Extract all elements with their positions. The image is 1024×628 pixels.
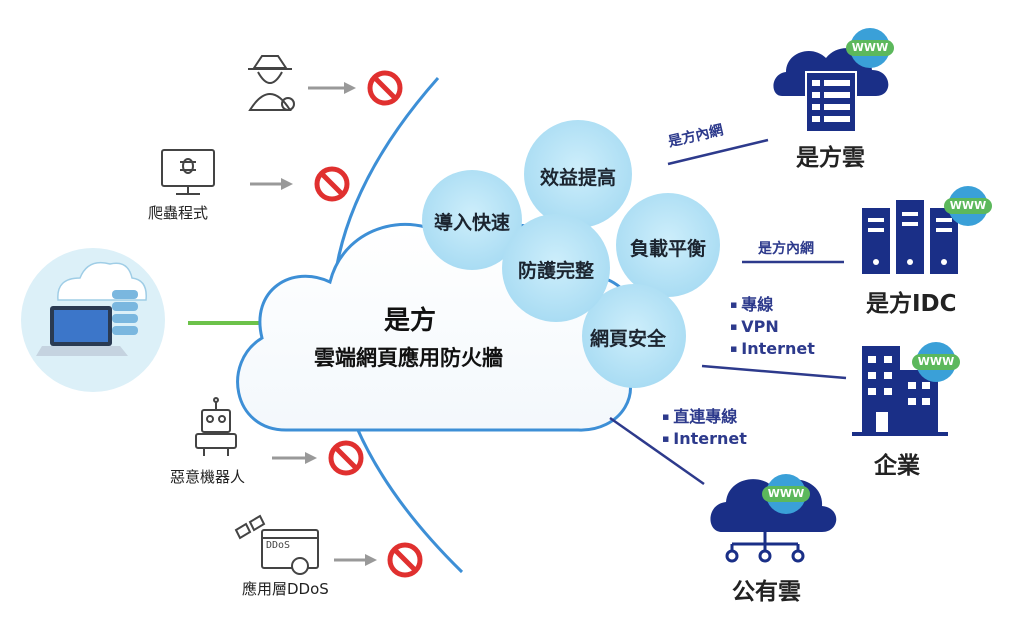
block-icon xyxy=(314,166,350,202)
benefit-label: 效益提高 xyxy=(540,167,617,189)
line-to-enterprise xyxy=(701,364,847,380)
arrow-to-block-4 xyxy=(334,554,377,566)
center-subtitle: 雲端網頁應用防火牆 xyxy=(314,346,503,370)
benefit-label: 網頁安全 xyxy=(590,328,667,350)
www-globe-icon xyxy=(846,28,894,68)
www-globe-icon xyxy=(944,186,992,226)
www-badge-text: WWW xyxy=(949,199,987,212)
hacker-icon xyxy=(248,55,295,111)
arrow-to-block-3 xyxy=(272,452,317,464)
www-globe-icon xyxy=(912,342,960,382)
connection-item: VPN xyxy=(730,316,815,338)
benefit-bubbles xyxy=(422,120,720,388)
ddos-badge-text: DDoS xyxy=(266,540,291,551)
center-title: 是方 xyxy=(384,306,437,336)
arrow-to-block-2 xyxy=(250,178,293,190)
line-to-public-cloud xyxy=(609,416,705,486)
ddos-window-icon xyxy=(234,514,319,575)
public-cloud-connection-list: 直連專線 Internet xyxy=(662,406,747,450)
www-badge-text: WWW xyxy=(767,487,805,500)
benefit-label: 負載平衡 xyxy=(630,238,707,260)
www-globe-icon xyxy=(762,474,810,514)
benefit-label: 防護完整 xyxy=(518,260,595,282)
connection-item: 專線 xyxy=(730,294,815,316)
destination-label: 公有雲 xyxy=(732,579,801,605)
connection-item: 直連專線 xyxy=(662,406,747,428)
arrow-to-block-1 xyxy=(308,82,356,94)
benefit-label: 導入快速 xyxy=(434,212,511,234)
block-icon xyxy=(387,542,423,578)
crawler-monitor-icon xyxy=(161,149,215,195)
connection-label: 是方內網 xyxy=(758,241,814,257)
robot-icon xyxy=(195,397,237,456)
threat-label: 爬蟲程式 xyxy=(148,204,209,222)
block-icon xyxy=(328,440,364,476)
block-icon xyxy=(367,70,403,106)
client-laptop-icon xyxy=(21,248,165,392)
threat-label: 應用層DDoS xyxy=(242,580,329,598)
www-badge-text: WWW xyxy=(917,355,955,368)
destination-label: 是方IDC xyxy=(866,291,957,317)
connection-item: Internet xyxy=(730,338,815,360)
www-badge-text: WWW xyxy=(851,41,889,54)
enterprise-connection-list: 專線 VPN Internet xyxy=(730,294,815,360)
connection-item: Internet xyxy=(662,428,747,450)
threat-label: 惡意機器人 xyxy=(170,468,246,486)
enterprise-building-icon xyxy=(852,346,948,436)
line-to-cloud xyxy=(667,138,769,166)
destination-label: 企業 xyxy=(874,453,920,479)
destination-label: 是方雲 xyxy=(796,145,865,171)
